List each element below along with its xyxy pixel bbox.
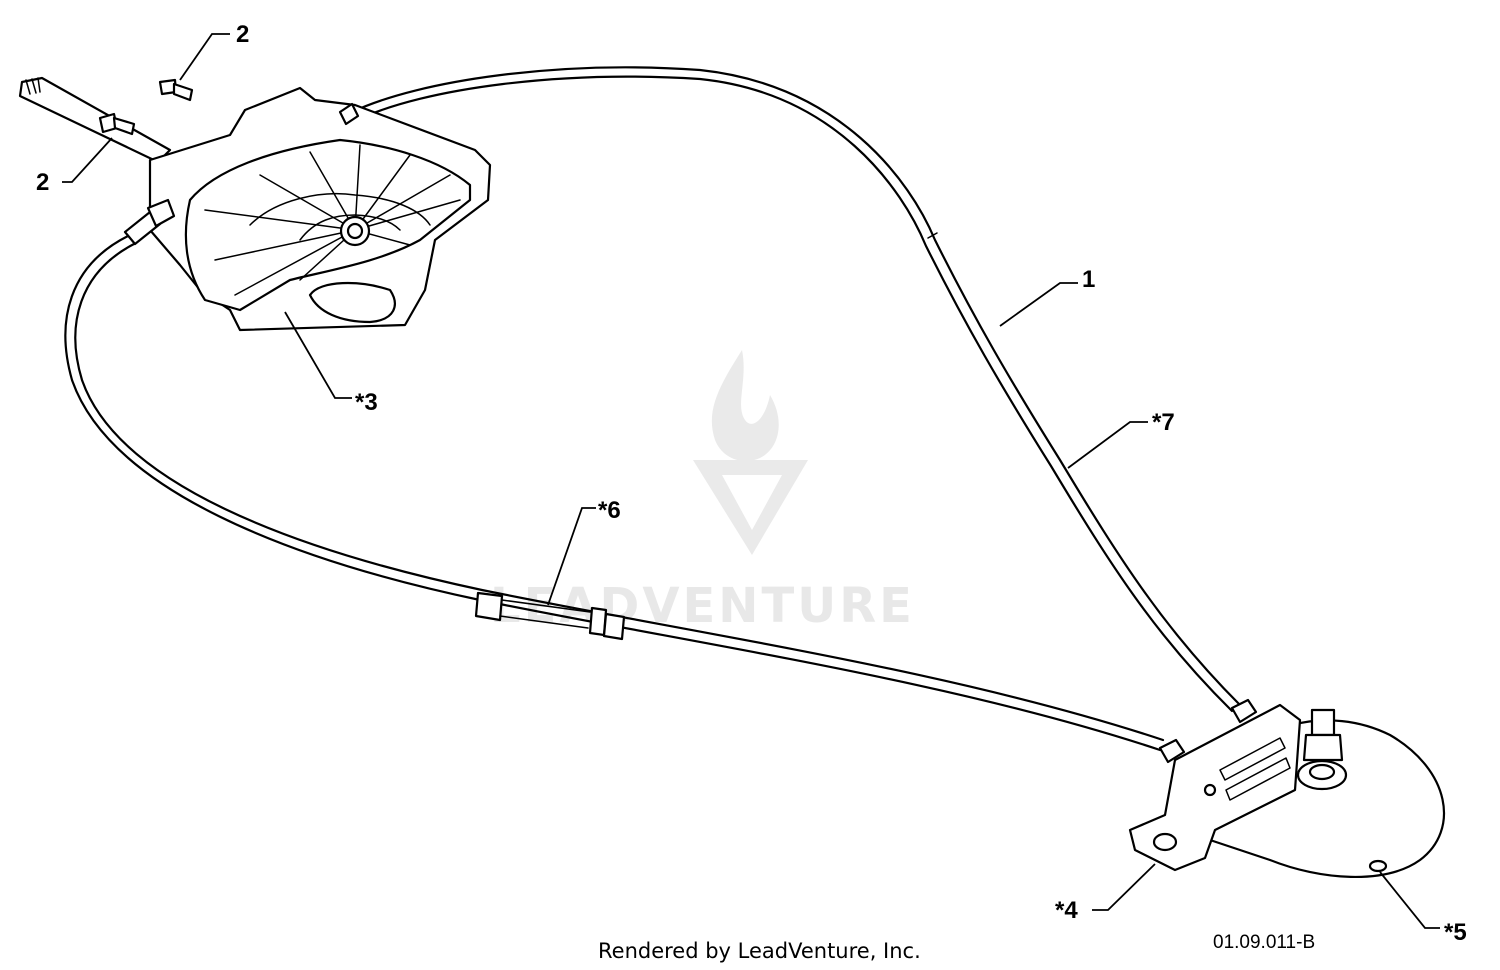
bolt-top — [158, 78, 194, 102]
callout-6: *6 — [547, 497, 621, 606]
callout-label: *5 — [1444, 919, 1467, 946]
callout-label: 2 — [36, 169, 49, 196]
drawing-code: 01.09.011-B — [1213, 932, 1315, 953]
callout-7: *7 — [1067, 409, 1175, 469]
callout-2-left: 2 — [36, 137, 113, 196]
bolt-shaft — [98, 112, 136, 136]
cable-coupler — [474, 591, 626, 641]
watermark-v-icon — [693, 460, 808, 555]
callout-label: 1 — [1082, 266, 1095, 293]
callout-label: 2 — [236, 21, 249, 48]
watermark-flame-icon — [711, 350, 779, 462]
callout-4: *4 — [1055, 863, 1156, 924]
cable-6 — [64, 234, 1165, 752]
callout-label: *6 — [598, 497, 621, 524]
callout-label: *3 — [355, 389, 378, 416]
callout-2-top: 2 — [179, 21, 249, 81]
credit-text: Rendered by LeadVenture, Inc. — [598, 939, 921, 963]
callout-3: *3 — [284, 311, 378, 416]
callout-label: *4 — [1055, 897, 1078, 924]
callout-1: 1 — [999, 266, 1095, 327]
watermark: LEADVENTURE — [490, 350, 912, 634]
callout-label: *7 — [1152, 409, 1175, 436]
cable-1 — [350, 66, 1242, 713]
shifter-assembly — [18, 76, 492, 332]
callout-5: *5 — [1379, 871, 1467, 946]
bracket-assembly — [1128, 698, 1445, 879]
